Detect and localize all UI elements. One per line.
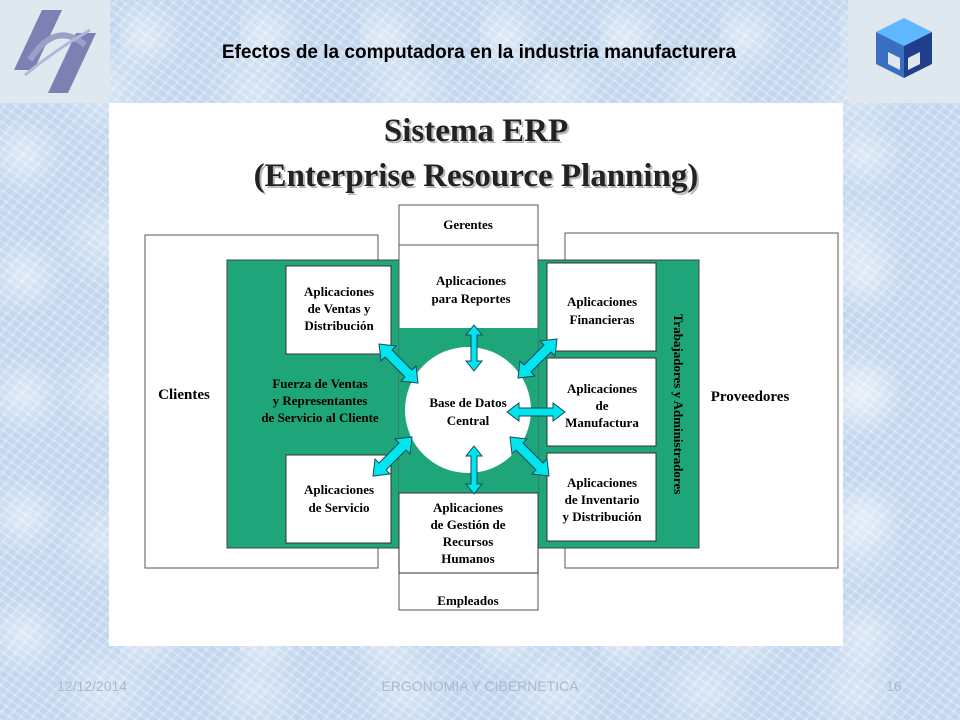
fuerza-line1: Fuerza de Ventas: [272, 376, 367, 391]
manufactura-line2: de: [596, 398, 609, 413]
footer-title: ERGONOMIA Y CIBERNETICA: [381, 678, 579, 694]
reportes-line2: para Reportes: [431, 291, 510, 306]
rrhh-line1: Aplicaciones: [433, 500, 503, 515]
cube-logo-icon: [848, 0, 960, 103]
ventas-line2: de Ventas y: [308, 301, 371, 316]
inventario-line1: Aplicaciones: [567, 475, 637, 490]
ventas-box: [285, 265, 392, 355]
financieras-line1: Aplicaciones: [567, 294, 637, 309]
inventario-line2: de Inventario: [565, 492, 640, 507]
trabajadores-label: Trabajadores y Administradores: [671, 314, 686, 495]
base-datos-circle: [405, 347, 531, 473]
rrhh-line4: Humanos: [441, 551, 494, 566]
diagram-area: Sistema ERP (Enterprise Resource Plannin…: [109, 103, 843, 646]
reportes-line1: Aplicaciones: [436, 273, 506, 288]
inventario-box: [546, 452, 657, 542]
left-logo: [0, 0, 110, 103]
diagram-title-line1: Sistema ERP: [384, 113, 568, 149]
ventas-line1: Aplicaciones: [304, 284, 374, 299]
footer-date: 12/12/2014: [57, 678, 128, 694]
financieras-box: [546, 262, 657, 352]
page-number: 16: [886, 678, 902, 694]
ventas-line3: Distribución: [304, 318, 374, 333]
arrow-top: [464, 324, 484, 372]
fuerza-line2: y Representantes: [273, 393, 368, 408]
arrow-lower-right: [509, 436, 550, 477]
swirl-logo-icon: [0, 0, 110, 103]
arrow-bottom: [464, 445, 484, 495]
base-datos-line1: Base de Datos: [429, 395, 506, 410]
base-datos-line2: Central: [447, 413, 490, 428]
rrhh-box: [398, 492, 539, 574]
servicio-line2: de Servicio: [308, 500, 369, 515]
right-logo: [848, 0, 960, 103]
rrhh-line3: Recursos: [443, 534, 494, 549]
erp-diagram: Sistema ERP (Enterprise Resource Plannin…: [144, 113, 839, 611]
fuerza-line3: de Servicio al Cliente: [261, 410, 379, 425]
manufactura-line3: Manufactura: [565, 415, 639, 430]
manufactura-line1: Aplicaciones: [567, 381, 637, 396]
gerentes-label: Gerentes: [443, 217, 493, 232]
arrow-upper-left: [378, 343, 419, 384]
arrow-right: [506, 402, 566, 422]
servicio-line1: Aplicaciones: [304, 482, 374, 497]
financieras-line2: Financieras: [570, 312, 635, 327]
arrow-lower-left: [372, 436, 413, 477]
clientes-label: Clientes: [158, 387, 210, 403]
manufactura-box: [546, 357, 657, 447]
slide-title: Efectos de la computadora en la industri…: [221, 42, 737, 63]
proveedores-label: Proveedores: [711, 389, 790, 405]
inventario-line3: y Distribución: [562, 509, 642, 524]
rrhh-line2: de Gestión de: [430, 517, 505, 532]
diagram-title-line2: (Enterprise Resource Planning): [254, 158, 699, 194]
arrow-upper-right: [517, 338, 558, 379]
empleados-label: Empleados: [437, 593, 498, 608]
